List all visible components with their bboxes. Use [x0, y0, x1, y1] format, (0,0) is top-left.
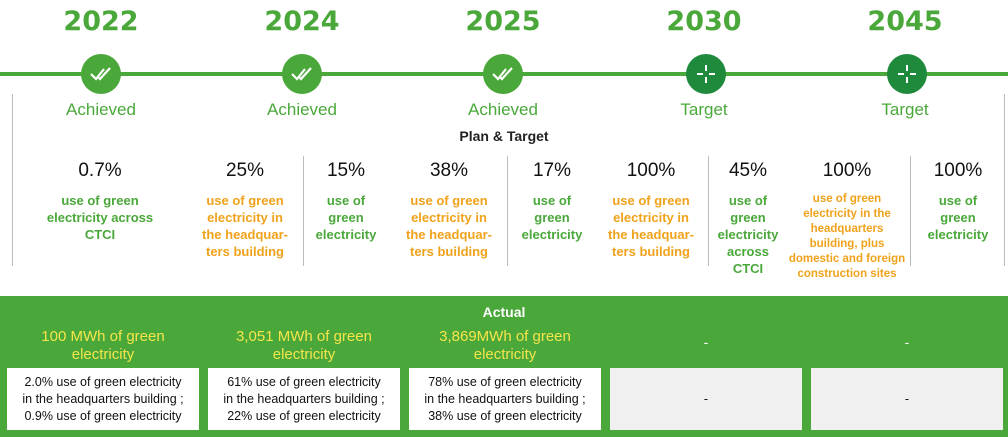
plan-pct: 100% [822, 160, 872, 181]
double-check-icon [90, 67, 111, 81]
double-check-icon [492, 67, 513, 81]
actual-title: Actual [482, 304, 526, 320]
status-2022: Achieved [66, 100, 136, 119]
actual-box-2030: - [610, 368, 802, 430]
divider [708, 156, 709, 266]
actual-box-2045: - [811, 368, 1003, 430]
plan-title: Plan & Target [459, 128, 549, 144]
status-2045: Target [881, 100, 929, 119]
plan-pct: 17% [532, 160, 572, 181]
double-check-icon [291, 67, 312, 81]
divider [303, 156, 304, 266]
milestone-node-2025 [483, 54, 523, 94]
divider [910, 156, 911, 266]
year-2024: 2024 [264, 6, 340, 37]
milestone-node-2022 [81, 54, 121, 94]
plan-pct: 38% [429, 160, 469, 181]
status-2030: Target [680, 100, 728, 119]
milestone-node-2030 [686, 54, 726, 94]
divider-right [1004, 94, 1005, 266]
milestone-node-2024 [282, 54, 322, 94]
divider [507, 156, 508, 266]
plan-pct: 100% [933, 160, 983, 181]
plan-pct: 25% [225, 160, 265, 181]
status-2025: Achieved [468, 100, 538, 119]
plan-pct: 100% [626, 160, 676, 181]
plan-pct: 45% [728, 160, 768, 181]
actual-mwh-2045: - [904, 334, 910, 350]
divider-left [12, 94, 13, 266]
year-2025: 2025 [465, 6, 541, 37]
actual-mwh-2030: - [703, 334, 709, 350]
crosshair-icon [898, 65, 916, 83]
status-2024: Achieved [267, 100, 337, 119]
crosshair-icon [697, 65, 715, 83]
year-2030: 2030 [666, 6, 742, 37]
year-2022: 2022 [63, 6, 139, 37]
year-2045: 2045 [867, 6, 943, 37]
plan-pct: 15% [326, 160, 366, 181]
milestone-node-2045 [887, 54, 927, 94]
plan-pct: 0.7% [78, 160, 122, 181]
